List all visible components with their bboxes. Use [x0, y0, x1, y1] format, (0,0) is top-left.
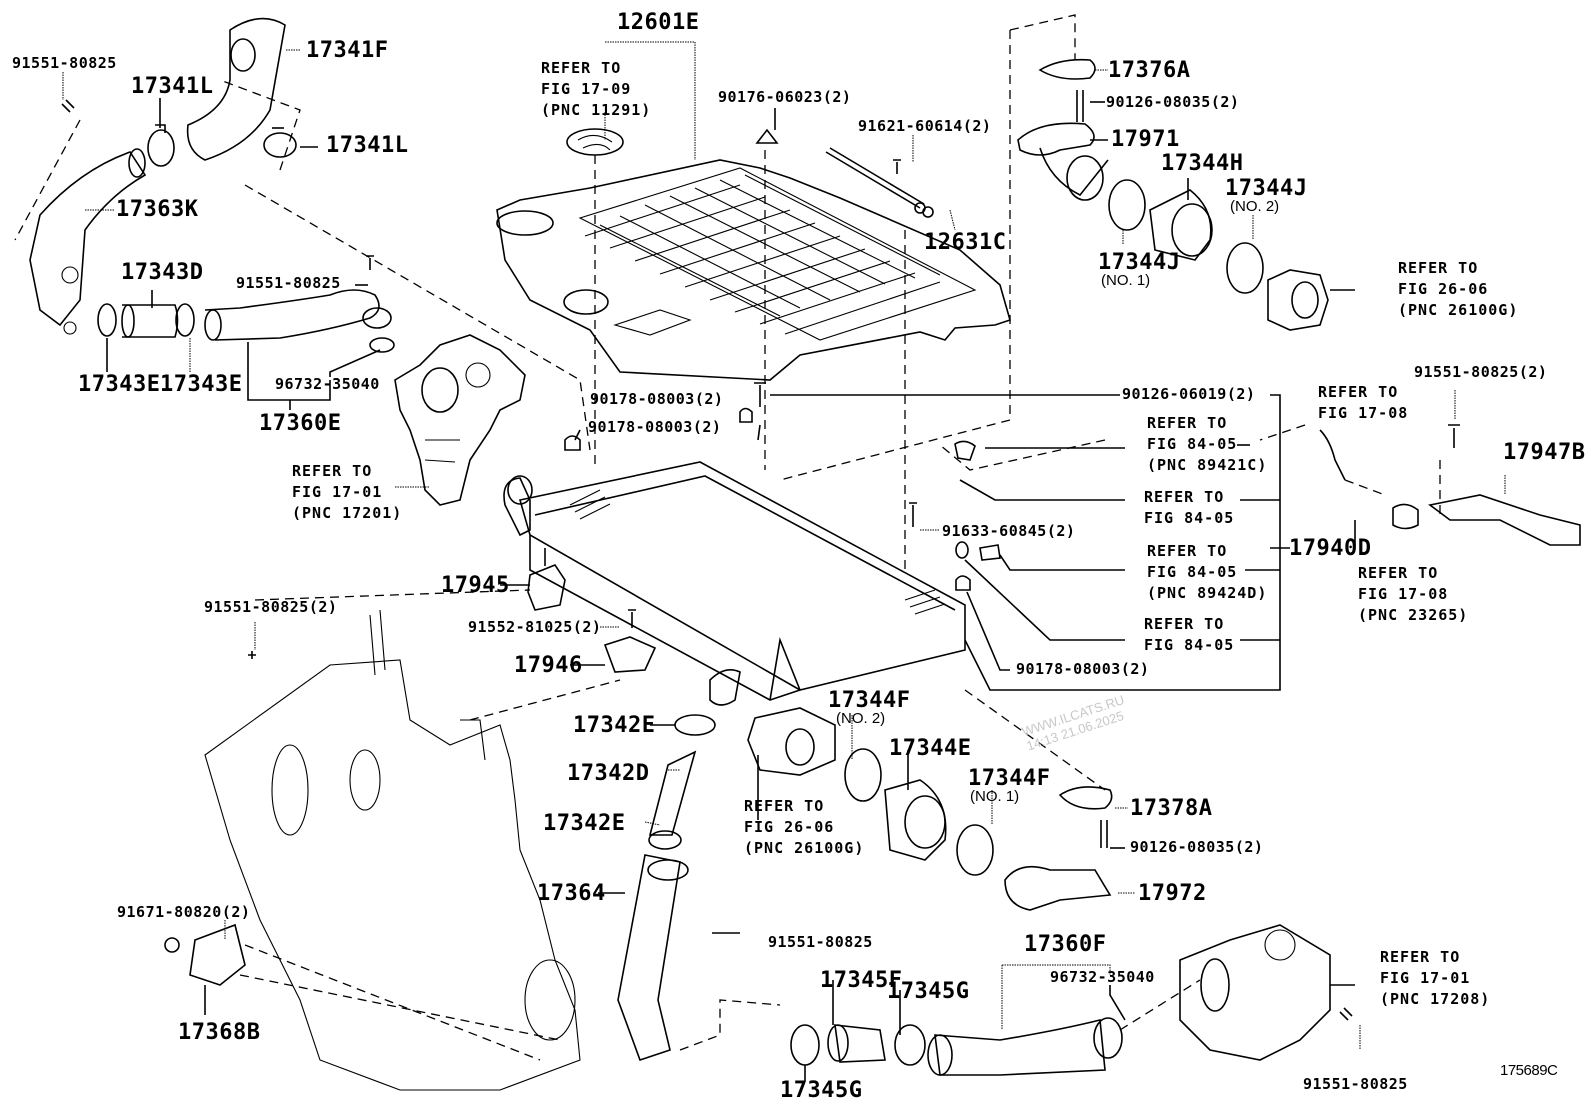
reference-fig-26-06-lower[interactable]: REFER TO FIG 26-06 (PNC 26100G) [744, 797, 865, 857]
bracket-right-drawing [1319, 424, 1581, 546]
fastener-label-90176-06023[interactable]: 90176-06023(2) [718, 88, 852, 106]
fastener-label-96732-35040-left[interactable]: 96732-35040 [275, 375, 380, 393]
engine-cover-drawing [496, 128, 1011, 381]
fastener-label-91621-60614[interactable]: 91621-60614(2) [858, 117, 992, 135]
figure-code: 175689C [1500, 1062, 1558, 1079]
turbocharger-right-drawing [1179, 924, 1353, 1061]
part-label-17360E[interactable]: 17360E [259, 411, 342, 436]
part-label-17343D[interactable]: 17343D [121, 260, 204, 285]
part-sublabel-17344F-no1: (NO. 1) [970, 788, 1020, 805]
assembly-dashed-lines [14, 14, 1441, 1061]
part-label-17341L-right[interactable]: 17341L [326, 133, 409, 158]
reference-fig-17-08-pnc-23265[interactable]: REFER TO FIG 17-08 (PNC 23265) [1358, 564, 1469, 624]
fastener-label-90178-08003-c[interactable]: 90178-08003(2) [1016, 660, 1150, 678]
part-sublabel-17344F-no2: (NO. 2) [836, 710, 886, 727]
part-label-17345G-lower[interactable]: 17345G [780, 1078, 863, 1103]
part-label-17342E-lower[interactable]: 17342E [543, 811, 626, 836]
part-label-17947B[interactable]: 17947B [1503, 440, 1586, 465]
reference-fig-17-08-upper[interactable]: REFER TO FIG 17-08 [1318, 383, 1409, 422]
fastener-label-91551-80825-top-left[interactable]: 91551-80825 [12, 54, 117, 72]
fastener-label-90126-08035-top[interactable]: 90126-08035(2) [1106, 93, 1240, 111]
fastener-label-91633-60845[interactable]: 91633-60845(2) [942, 522, 1076, 540]
part-label-17342D[interactable]: 17342D [567, 761, 650, 786]
fastener-label-96732-35040-right[interactable]: 96732-35040 [1050, 968, 1155, 986]
part-label-17345F[interactable]: 17345F [820, 968, 903, 993]
fastener-label-91671-80820[interactable]: 91671-80820(2) [117, 903, 251, 921]
part-sublabel-17344J-no1: (NO. 1) [1101, 272, 1151, 289]
fastener-label-91551-80825-mid[interactable]: 91551-80825 [236, 274, 341, 292]
left-air-pipes-drawing [29, 17, 395, 353]
part-label-17945[interactable]: 17945 [441, 573, 510, 598]
part-label-17343E-left[interactable]: 17343E [78, 372, 161, 397]
part-label-17368B[interactable]: 17368B [178, 1020, 261, 1045]
part-label-17343E-right[interactable]: 17343E [160, 372, 243, 397]
part-label-17344J-no1[interactable]: 17344J [1098, 250, 1181, 275]
intercooler-drawing [503, 461, 966, 706]
part-label-17344E[interactable]: 17344E [889, 736, 972, 761]
part-label-17344F-no1[interactable]: 17344F [968, 766, 1051, 791]
reference-fig-84-05-pnc-89424d[interactable]: REFER TO FIG 84-05 (PNC 89424D) [1147, 542, 1268, 602]
reference-fig-84-05-pnc-89421c[interactable]: REFER TO FIG 84-05 (PNC 89421C) [1147, 414, 1268, 474]
part-label-17946[interactable]: 17946 [514, 653, 583, 678]
fastener-label-91551-80825-right[interactable]: 91551-80825(2) [1414, 363, 1548, 381]
part-label-17345G-upper[interactable]: 17345G [887, 979, 970, 1004]
part-label-17344H[interactable]: 17344H [1161, 151, 1244, 176]
part-label-12601E[interactable]: 12601E [617, 10, 700, 35]
part-label-17940D[interactable]: 17940D [1289, 536, 1372, 561]
fastener-label-91551-80825-left[interactable]: 91551-80825(2) [204, 598, 338, 616]
reference-fig-17-01-right[interactable]: REFER TO FIG 17-01 (PNC 17208) [1380, 948, 1491, 1008]
reference-fig-17-01-left[interactable]: REFER TO FIG 17-01 (PNC 17201) [292, 462, 403, 522]
reference-fig-84-05-d[interactable]: REFER TO FIG 84-05 [1144, 615, 1235, 654]
part-label-17344J-no2[interactable]: 17344J [1225, 176, 1308, 201]
fastener-label-90126-08035-bottom[interactable]: 90126-08035(2) [1130, 838, 1264, 856]
part-label-17363K[interactable]: 17363K [116, 197, 199, 222]
part-label-17376A[interactable]: 17376A [1108, 58, 1191, 83]
part-label-17341F[interactable]: 17341F [306, 38, 389, 63]
right-upper-pipes-drawing [1017, 58, 1329, 331]
reference-fig-26-06-upper[interactable]: REFER TO FIG 26-06 (PNC 26100G) [1398, 259, 1519, 319]
leader-lines [62, 41, 1506, 1082]
part-label-17344F-no2[interactable]: 17344F [828, 688, 911, 713]
reference-fig-17-09[interactable]: REFER TO FIG 17-09 (PNC 11291) [541, 59, 652, 119]
fastener-label-91551-80825-bottom-mid[interactable]: 91551-80825 [768, 933, 873, 951]
engine-block-drawing [164, 609, 581, 1091]
fastener-label-91552-81025[interactable]: 91552-81025(2) [468, 618, 602, 636]
reference-fig-84-05-b[interactable]: REFER TO FIG 84-05 [1144, 488, 1235, 527]
mount-brackets-drawing [527, 382, 1001, 673]
part-label-17341L-upper[interactable]: 17341L [131, 74, 214, 99]
part-label-17360F[interactable]: 17360F [1024, 932, 1107, 957]
fastener-label-90178-08003-a[interactable]: 90178-08003(2) [590, 390, 724, 408]
part-label-12631C[interactable]: 12631C [924, 230, 1007, 255]
fastener-label-90178-08003-b[interactable]: 90178-08003(2) [588, 418, 722, 436]
fastener-label-91551-80825-bottom-right[interactable]: 91551-80825 [1303, 1075, 1408, 1093]
fastener-label-90126-06019[interactable]: 90126-06019(2) [1122, 385, 1256, 403]
part-sublabel-17344J-no2: (NO. 2) [1230, 198, 1280, 215]
part-label-17972[interactable]: 17972 [1138, 881, 1207, 906]
turbocharger-left-drawing [394, 334, 526, 506]
part-label-17971[interactable]: 17971 [1111, 127, 1180, 152]
part-label-17364[interactable]: 17364 [537, 881, 606, 906]
part-label-17378A[interactable]: 17378A [1130, 796, 1213, 821]
part-label-17342E-upper[interactable]: 17342E [573, 713, 656, 738]
lower-air-pipes-drawing [617, 707, 1123, 1076]
